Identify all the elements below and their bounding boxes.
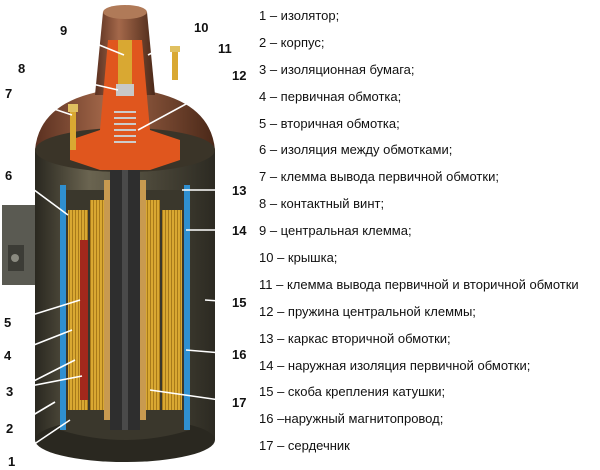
callout-2: 2: [6, 421, 13, 436]
callout-10: 10: [194, 20, 208, 35]
legend-item: 17 – сердечник: [259, 438, 350, 454]
callout-lines: [15, 29, 235, 456]
legend-item: 10 – крышка;: [259, 250, 338, 266]
cutaway-section: [60, 40, 190, 440]
callout-8: 8: [18, 61, 25, 76]
legend-item: 1 – изолятор;: [259, 8, 340, 23]
legend-item: 12 – пружина центральной клеммы;: [259, 303, 476, 319]
callout-13: 13: [232, 183, 246, 198]
callout-5: 5: [4, 315, 11, 330]
callout-1: 1: [8, 454, 15, 469]
callout-9: 9: [60, 23, 67, 38]
callout-6: 6: [5, 168, 12, 183]
legend-item: 9 – центральная клемма;: [259, 223, 412, 239]
callout-14: 14: [232, 223, 247, 238]
callout-3: 3: [6, 384, 13, 399]
callout-15: 15: [232, 295, 246, 310]
legend-item: 13 – каркас вторичной обмотки;: [259, 330, 451, 346]
legend-item: 11 – клемма вывода первичной и вторичной…: [259, 276, 579, 292]
mounting-bracket: [2, 205, 38, 285]
legend-item: 6 – изоляция между обмотками;: [259, 142, 453, 158]
legend-item: 15 – скоба крепления катушки;: [259, 384, 446, 400]
legend-item: 3 – изоляционная бумага;: [259, 61, 415, 77]
callout-12: 12: [232, 68, 246, 83]
callout-17: 17: [232, 395, 246, 410]
ignition-coil-diagram: 1 2 3 4 5 6 7 8 9 10 11 12 13 14 15 16 1…: [2, 5, 247, 469]
legend-item: 7 – клемма вывода первичной обмотки;: [259, 169, 499, 185]
callout-11: 11: [218, 41, 232, 56]
legend-item: 5 – вторичная обмотка;: [259, 115, 400, 131]
callout-16: 16: [232, 347, 246, 362]
legend-item: 14 – наружная изоляция первичной обмотки…: [259, 357, 531, 373]
legend-item: 8 – контактный винт;: [259, 196, 385, 212]
parts-legend: 1 – изолятор; 2 – корпус; 3 – изоляционн…: [259, 5, 579, 462]
callout-numbers: 1 2 3 4 5 6 7 8 9 10 11 12 13 14 15 16 1…: [4, 20, 247, 469]
legend-item: 16 –наружный магнитопровод;: [259, 411, 444, 427]
legend-item: 2 – корпус;: [259, 34, 325, 50]
callout-4: 4: [4, 348, 12, 363]
callout-7: 7: [5, 86, 12, 101]
legend-item: 4 – первичная обмотка;: [259, 88, 402, 104]
